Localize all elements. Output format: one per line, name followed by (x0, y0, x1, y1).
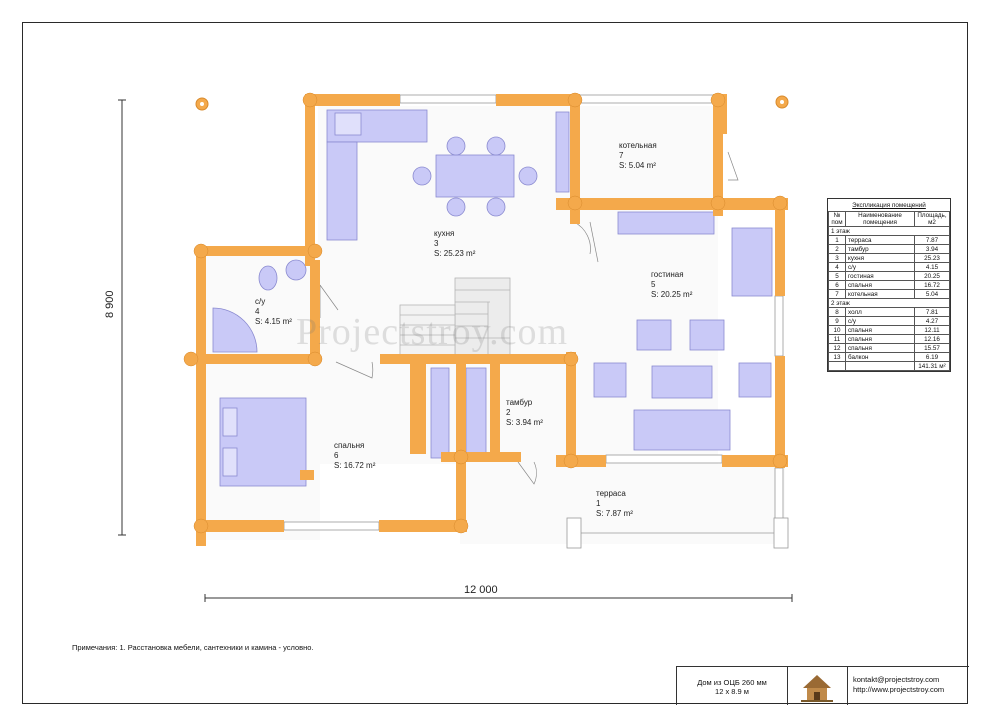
room-name: спальня (845, 343, 915, 353)
total-spacer (845, 361, 915, 371)
room-area: 4.27 (914, 316, 950, 326)
room-area: 4.15 (914, 262, 950, 272)
room-area: 5.04 (914, 289, 950, 299)
project-title: Дом из ОЦБ 260 мм 12 х 8.9 м (677, 667, 788, 705)
room-number: 6 (828, 280, 846, 290)
contacts: kontakt@projectstroy.com http://www.proj… (853, 675, 944, 695)
room-number: 8 (828, 307, 846, 317)
room-number: 10 (828, 325, 846, 335)
room-name: котельная (845, 289, 915, 299)
col-header-name: Наименование помещения (845, 211, 915, 227)
explication-title: Экспликация помещений (852, 202, 926, 209)
logo (787, 667, 848, 705)
room-number: 2 (828, 244, 846, 254)
room-number: 3 (828, 253, 846, 263)
room-area: 16.72 (914, 280, 950, 290)
room-name: балкон (845, 352, 915, 362)
room-name: гостиная (845, 271, 915, 281)
total-area: 141.31 м² (914, 361, 950, 371)
furniture (212, 109, 773, 487)
terrace-posts (566, 517, 789, 549)
total-row: 141.31 м² (828, 361, 950, 371)
room-area: 7.81 (914, 307, 950, 317)
room-number: 12 (828, 343, 846, 353)
room-area: 7.87 (914, 235, 950, 245)
walls (186, 94, 788, 546)
column-markers (195, 95, 789, 111)
room-area: 15.57 (914, 343, 950, 353)
room-number: 1 (828, 235, 846, 245)
room-name: с/у (845, 262, 915, 272)
room-name: спальня (845, 325, 915, 335)
room-number: 4 (828, 262, 846, 272)
floor-area (200, 106, 785, 544)
width-dimension: 12 000 (464, 584, 498, 596)
title-block: Дом из ОЦБ 260 мм 12 х 8.9 м kontakt@pro… (676, 666, 969, 705)
room-area: 12.11 (914, 325, 950, 335)
room-name: терраса (845, 235, 915, 245)
house-logo-icon (801, 675, 833, 702)
room-name: спальня (845, 280, 915, 290)
height-dimension: 8 900 (104, 290, 116, 318)
total-spacer (828, 361, 846, 371)
room-area: 6.19 (914, 352, 950, 362)
room-area: 25.23 (914, 253, 950, 263)
doors (319, 151, 739, 485)
room-name: спальня (845, 334, 915, 344)
room-number: 7 (828, 289, 846, 299)
floor-label: 2 этаж (828, 298, 950, 308)
contact-site: http://www.projectstroy.com (853, 685, 945, 694)
notes: Примечания: 1. Расстановка мебели, санте… (72, 643, 314, 652)
room-name: с/у (845, 316, 915, 326)
room-name: тамбур (845, 244, 915, 254)
room-number: 13 (828, 352, 846, 362)
room-name: кухня (845, 253, 915, 263)
room-area: 20.25 (914, 271, 950, 281)
floor-label: 1 этаж (828, 226, 950, 236)
room-area: 12.16 (914, 334, 950, 344)
col-header-area: Площадь, м2 (914, 211, 950, 227)
watermark: Projectstroy.com (296, 311, 569, 353)
staircase (399, 277, 511, 359)
col-header-number: № пом (828, 211, 846, 227)
room-name: холл (845, 307, 915, 317)
contact-email: kontakt@projectstroy.com (853, 675, 940, 684)
room-number: 5 (828, 271, 846, 281)
room-number: 9 (828, 316, 846, 326)
explication-table: Экспликация помещений № пом Наименование… (827, 198, 951, 372)
floor-row: 2 этаж (828, 298, 950, 308)
dimension-lines (118, 99, 793, 602)
room-area: 3.94 (914, 244, 950, 254)
floor-row: 1 этаж (828, 226, 950, 236)
room-number: 11 (828, 334, 846, 344)
wall-joints (183, 92, 788, 534)
